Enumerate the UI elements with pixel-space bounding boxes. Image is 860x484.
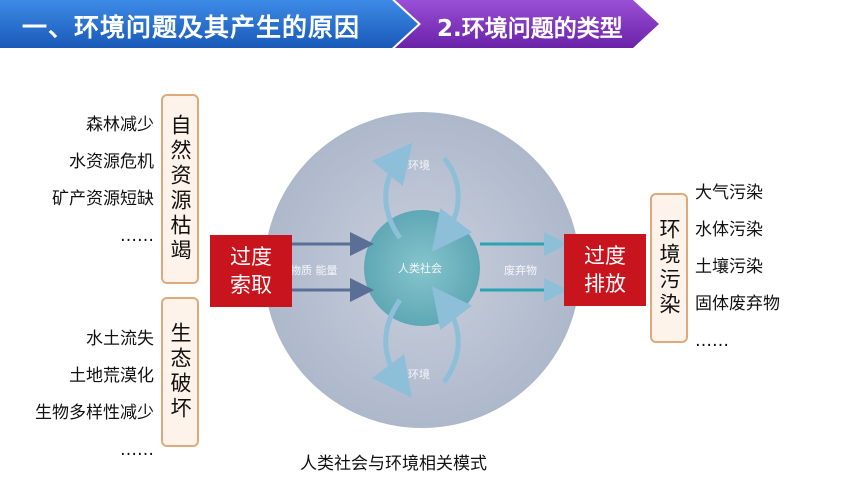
list-item: 矿产资源短缺 (52, 189, 154, 209)
resource-list: 森林减少 水资源危机 矿产资源短缺 …… (52, 107, 154, 255)
environment-diagram (264, 112, 580, 428)
pollution-list: 大气污染 水体污染 土壤污染 固体废弃物 …… (695, 175, 780, 360)
purple-banner-shape (395, 0, 659, 48)
matter-energy-label: 物质 能量 (290, 264, 338, 277)
pollution-label: 环境污染 (657, 218, 681, 318)
center-label: 人类社会 (398, 262, 442, 275)
ecology-list: 水土流失 土地荒漠化 生物多样性减少 …… (35, 321, 154, 469)
list-item: 土地荒漠化 (69, 366, 154, 386)
ecological-damage-box: 生态破坏 (161, 297, 199, 447)
list-item: 土壤污染 (695, 257, 763, 277)
top-loop-arrow-left (371, 142, 413, 240)
over-emission-box: 过度排放 (564, 234, 646, 306)
list-item: …… (695, 331, 729, 351)
blue-banner-shape (0, 0, 418, 48)
waste-label: 废弃物 (504, 264, 537, 277)
list-item: 水体污染 (695, 220, 763, 240)
list-item: …… (120, 226, 154, 246)
over-emission-label: 过度排放 (584, 244, 626, 296)
sub-title: 2.环境问题的类型 (437, 16, 623, 42)
diagram-caption: 人类社会与环境相关模式 (300, 454, 487, 474)
list-item: 森林减少 (86, 115, 154, 135)
bottom-environment-label: 环境 (408, 368, 430, 381)
sub-title-banner: 2.环境问题的类型 (395, 0, 665, 48)
resource-depletion-label: 自然资源枯竭 (168, 114, 192, 264)
list-item: 固体废弃物 (695, 294, 780, 314)
ecological-damage-label: 生态破坏 (168, 322, 192, 422)
over-extraction-box: 过度索取 (210, 235, 292, 307)
section-title-banner: 一、环境问题及其产生的原因 (0, 0, 420, 48)
list-item: 生物多样性减少 (35, 403, 154, 423)
top-loop-arrow-right (431, 156, 473, 252)
top-environment-label: 环境 (408, 159, 430, 172)
bottom-loop-arrow-right (431, 286, 473, 384)
bottom-loop-arrow-left (372, 298, 412, 399)
list-item: 水土流失 (86, 329, 154, 349)
list-item: …… (120, 440, 154, 460)
list-item: 大气污染 (695, 183, 763, 203)
list-item: 水资源危机 (69, 152, 154, 172)
section-title: 一、环境问题及其产生的原因 (22, 13, 361, 42)
resource-depletion-box: 自然资源枯竭 (161, 94, 199, 284)
pollution-box: 环境污染 (650, 193, 688, 343)
over-extraction-label: 过度索取 (230, 245, 272, 297)
